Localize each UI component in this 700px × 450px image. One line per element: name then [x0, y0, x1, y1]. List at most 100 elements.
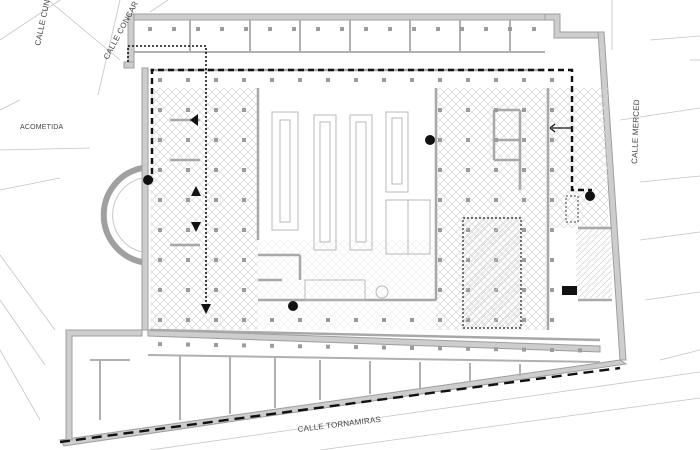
column-pillar [438, 168, 442, 172]
column-pillar [292, 27, 296, 31]
column-pillar [214, 342, 218, 347]
column-pillar [354, 78, 358, 82]
column-pillar [412, 27, 416, 31]
hatched-zones [150, 88, 612, 330]
column-pillar [242, 258, 246, 262]
arrow-marker [201, 304, 211, 314]
column-pillar [438, 258, 442, 262]
column-pillar [494, 138, 498, 142]
column-pillar [340, 27, 344, 31]
route-arrowhead [549, 123, 556, 133]
column-pillar [186, 138, 190, 142]
column-pillar [522, 108, 526, 112]
hatched-block [462, 217, 522, 329]
arrow-marker [190, 114, 198, 126]
column-pillar [242, 318, 246, 322]
column-pillar [460, 27, 464, 31]
column-pillar [550, 348, 554, 353]
small-block [565, 195, 579, 223]
column-pillar [484, 27, 488, 31]
column-pillar [550, 198, 554, 202]
column-pillar [242, 228, 246, 232]
column-pillar [270, 343, 274, 348]
column-pillar [242, 343, 246, 348]
column-pillar [364, 27, 368, 31]
column-pillar [326, 344, 330, 349]
column-pillar [550, 228, 554, 232]
column-pillar [186, 342, 190, 347]
column-pillar [242, 108, 246, 112]
column-pillar [438, 108, 442, 112]
column-pillar [214, 108, 218, 112]
column-pillar [316, 27, 320, 31]
arrow-marker [191, 222, 201, 232]
column-pillar [522, 347, 526, 352]
column-pillar [438, 318, 442, 322]
column-pillar [466, 138, 470, 142]
column-pillar [438, 346, 442, 351]
column-pillar [242, 168, 246, 172]
column-pillar [550, 108, 554, 112]
column-pillar [158, 138, 162, 142]
column-pillar [186, 168, 190, 172]
top-rooms [134, 20, 545, 53]
column-pillar [186, 108, 190, 112]
column-pillar [158, 108, 162, 112]
column-pillar [388, 27, 392, 31]
column-pillar [172, 27, 176, 31]
arrow-marker [191, 186, 201, 196]
column-pillar [158, 198, 162, 202]
column-pillar [550, 168, 554, 172]
column-pillar [270, 78, 274, 82]
column-pillar [466, 198, 470, 202]
column-pillar [158, 168, 162, 172]
column-pillar [550, 78, 554, 82]
column-pillar [466, 78, 470, 82]
column-pillar [494, 347, 498, 352]
column-pillar [410, 318, 414, 322]
column-pillar [382, 318, 386, 322]
column-pillar [214, 78, 218, 82]
bottom-rooms [90, 354, 601, 420]
column-pillar [550, 258, 554, 262]
column-pillar [494, 78, 498, 82]
column-pillar [186, 288, 190, 292]
column-pillar [410, 345, 414, 350]
column-pillar [186, 78, 190, 82]
column-pillar [214, 288, 218, 292]
column-pillar [522, 318, 526, 322]
column-pillar [522, 78, 526, 82]
equipment-marker [562, 286, 577, 295]
column-grid [148, 27, 582, 353]
column-pillar [466, 168, 470, 172]
street-label-merced: CALLE MERCED [630, 99, 641, 164]
column-pillar [268, 27, 272, 31]
column-pillar [158, 342, 162, 347]
column-pillar [438, 288, 442, 292]
column-pillar [158, 78, 162, 82]
column-pillar [326, 318, 330, 322]
column-pillar [186, 258, 190, 262]
column-pillar [494, 198, 498, 202]
column-pillar [242, 78, 246, 82]
column-pillar [354, 318, 358, 322]
column-pillar [214, 228, 218, 232]
column-pillar [466, 346, 470, 351]
column-pillar [214, 198, 218, 202]
apse-wall [100, 165, 143, 265]
dot-marker [585, 191, 595, 201]
column-pillar [186, 318, 190, 322]
column-pillar [522, 138, 526, 142]
column-pillar [410, 78, 414, 82]
column-pillar [298, 344, 302, 349]
column-pillar [270, 318, 274, 322]
column-pillar [438, 138, 442, 142]
column-pillar [550, 318, 554, 322]
dot-marker [288, 301, 298, 311]
dot-marker [143, 175, 153, 185]
column-pillar [242, 198, 246, 202]
column-pillar [354, 345, 358, 350]
column-pillar [158, 318, 162, 322]
column-pillar [214, 168, 218, 172]
